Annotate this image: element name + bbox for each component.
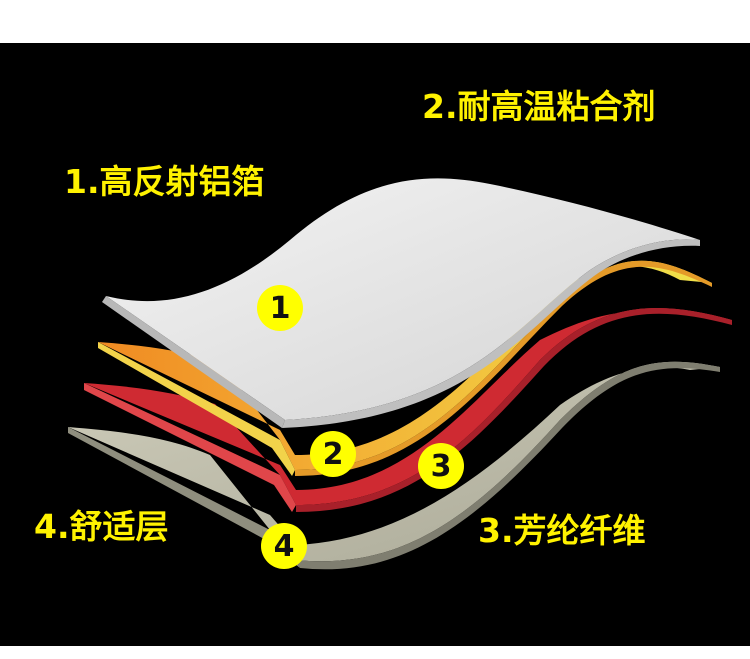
- label-heat-resistant-adhesive: 2.耐高温粘合剂: [422, 87, 656, 126]
- layer-1-foil: [102, 178, 700, 428]
- badge-3: 3: [418, 443, 464, 489]
- label-aramid-fiber: 3.芳纶纤维: [478, 511, 646, 550]
- label-reflective-foil: 1.高反射铝箔: [64, 162, 265, 201]
- badge-2: 2: [310, 431, 356, 477]
- label-comfort-layer: 4.舒适层: [34, 507, 169, 546]
- badge-1: 1: [257, 285, 303, 331]
- layer-4-comfort: [68, 361, 720, 570]
- badge-4: 4: [261, 523, 307, 569]
